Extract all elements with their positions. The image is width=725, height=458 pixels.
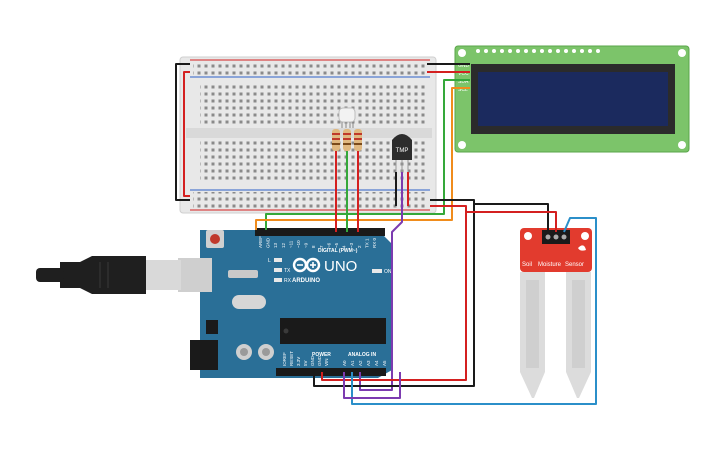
lcd-mount-hole bbox=[458, 141, 466, 149]
pin-label: 7 bbox=[319, 245, 324, 248]
led-tx bbox=[274, 268, 282, 272]
power-pins-label: POWER bbox=[312, 352, 331, 358]
pin-label: 5V bbox=[303, 360, 308, 366]
lcd-header-pins bbox=[476, 49, 600, 53]
mount-hole bbox=[581, 232, 589, 240]
wire-5v-board[interactable] bbox=[321, 205, 467, 381]
lcd-mount-hole bbox=[458, 49, 466, 57]
analog-power-header bbox=[276, 368, 386, 376]
lcd-mount-hole bbox=[678, 141, 686, 149]
pin-label: VIN bbox=[324, 358, 329, 366]
lcd-pin-scl: SCL bbox=[458, 87, 468, 93]
led-rx bbox=[274, 278, 282, 282]
temperature-sensor[interactable]: TMP bbox=[392, 134, 412, 172]
pin-label: RX 0 bbox=[372, 237, 377, 248]
pin-label: AREF bbox=[258, 236, 263, 248]
soil-label-left: Soil bbox=[522, 262, 532, 268]
wires bbox=[175, 63, 597, 405]
pin-label: IOREF bbox=[282, 352, 287, 366]
wire-analog-link[interactable] bbox=[343, 372, 401, 399]
breadboard[interactable] bbox=[179, 56, 437, 214]
wire-soil-gnd[interactable] bbox=[474, 203, 549, 232]
wire-rail-gnd-left[interactable] bbox=[175, 63, 190, 201]
pin-label: ~10 bbox=[296, 240, 301, 248]
pin-label: 4 bbox=[342, 245, 347, 248]
pin-label: 8 bbox=[311, 245, 316, 248]
pin-label: 12 bbox=[281, 242, 286, 248]
led-on bbox=[372, 269, 382, 273]
digital-pins-label: DIGITAL (PWM~) bbox=[318, 248, 358, 254]
resistor-3[interactable] bbox=[354, 129, 362, 151]
pin-label: GND bbox=[310, 355, 315, 366]
board-model-label: UNO bbox=[324, 258, 357, 275]
wire-rail-vcc-left[interactable] bbox=[183, 71, 190, 197]
rgb-led[interactable] bbox=[338, 107, 356, 128]
pin-label: A4 bbox=[374, 360, 379, 366]
resistor-1[interactable] bbox=[332, 129, 340, 151]
wire-soil-vcc[interactable] bbox=[466, 211, 557, 232]
crystal-oscillator bbox=[232, 295, 266, 309]
led-tx-label: TX bbox=[284, 268, 291, 274]
mount-hole bbox=[524, 232, 532, 240]
soil-moisture-sensor[interactable]: Soil Moisture Sensor bbox=[520, 228, 592, 398]
bottom-terminal-strip bbox=[200, 141, 428, 183]
pin-label: 2 bbox=[357, 245, 362, 248]
pin-label: 13 bbox=[273, 242, 278, 248]
lcd-pin-vcc: VCC bbox=[458, 71, 469, 77]
maker-label: ARDUINO bbox=[292, 278, 320, 284]
pin-label: GND bbox=[266, 237, 271, 248]
bottom-power-rail bbox=[193, 192, 427, 208]
led-rx-label: RX bbox=[284, 278, 292, 284]
lcd-mount-hole bbox=[678, 49, 686, 57]
pin-label: ~9 bbox=[304, 242, 309, 248]
usb-port bbox=[178, 258, 212, 292]
center-channel bbox=[186, 128, 432, 138]
led-l-label: L bbox=[268, 258, 271, 264]
atmega-chip bbox=[280, 318, 386, 344]
pin-label: TX 1 bbox=[364, 238, 369, 248]
pin-label: A2 bbox=[358, 360, 363, 366]
pin-label: ~3 bbox=[349, 242, 354, 248]
top-power-rail bbox=[193, 60, 427, 76]
temperature-sensor-label: TMP bbox=[396, 148, 409, 154]
wire-gnd-board[interactable] bbox=[313, 199, 475, 387]
resistor-2[interactable] bbox=[343, 129, 351, 151]
pin-label: A5 bbox=[382, 360, 387, 366]
pin-label: A3 bbox=[366, 360, 371, 366]
analog-pins-label: ANALOG IN bbox=[348, 352, 376, 358]
pin-label: GND bbox=[317, 355, 322, 366]
arduino-uno-board[interactable]: L TX RX ON UNO ARDUINO DIGITAL (PWM~) AN… bbox=[190, 228, 392, 378]
pin-label: ~5 bbox=[334, 242, 339, 248]
pin-label: A0 bbox=[342, 360, 347, 366]
lcd-pin-gnd: GND bbox=[458, 63, 470, 69]
lcd-display[interactable]: GND VCC SDA SCL bbox=[454, 45, 690, 153]
flame-icon bbox=[578, 245, 586, 251]
pin-label: ~6 bbox=[326, 242, 331, 248]
lcd-pin-sda: SDA bbox=[458, 79, 469, 85]
top-terminal-strip bbox=[200, 84, 428, 126]
led-l bbox=[274, 258, 282, 262]
lcd-screen bbox=[478, 72, 668, 126]
arduino-logo-icon bbox=[292, 257, 321, 273]
pin-label: RESET bbox=[289, 351, 294, 366]
usb-cable[interactable] bbox=[36, 256, 212, 294]
pin-label: ~11 bbox=[288, 240, 293, 248]
wire-lcd-scl[interactable] bbox=[255, 87, 470, 230]
pin-label: 3.3V bbox=[296, 357, 301, 366]
led-on-label: ON bbox=[384, 269, 392, 275]
soil-label-right: Sensor bbox=[565, 262, 584, 268]
soil-label-mid: Moisture bbox=[538, 262, 562, 268]
power-jack[interactable] bbox=[190, 340, 218, 370]
pin-label: A1 bbox=[350, 360, 355, 366]
digital-header bbox=[255, 228, 385, 236]
